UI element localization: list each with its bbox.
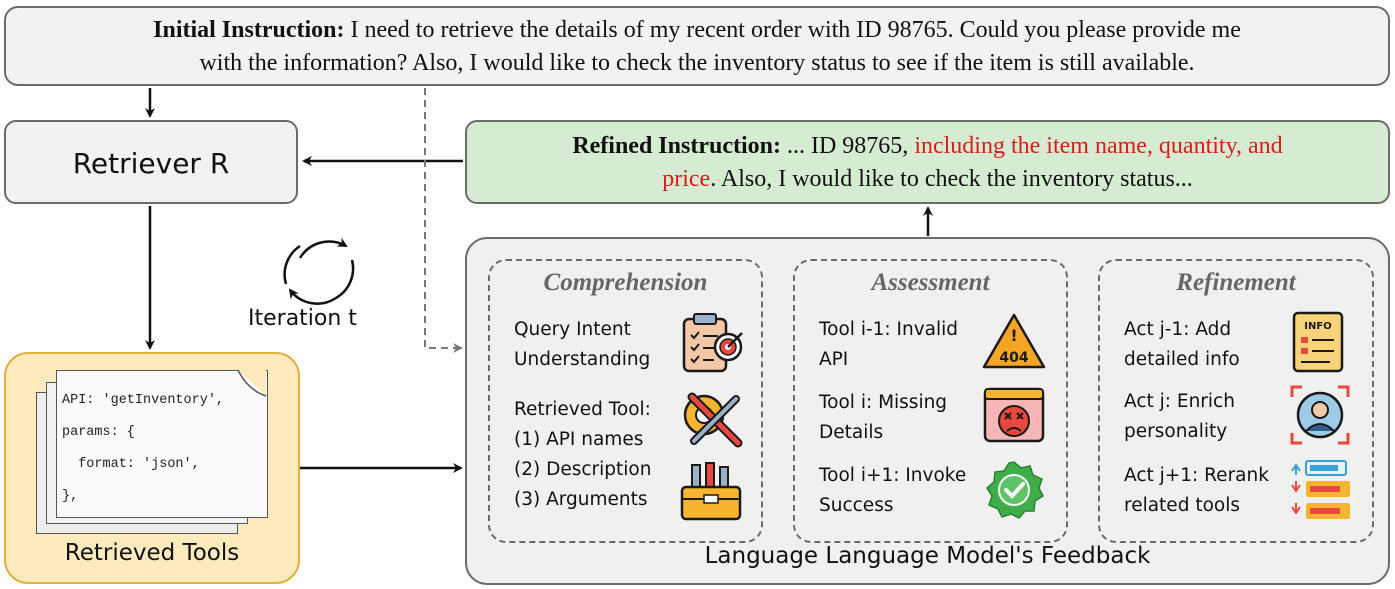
llm-feedback-box: Comprehension Query Intent Understanding… (465, 237, 1390, 585)
refinement-panel: Refinement Act j-1: Add detailed info Ac… (1098, 259, 1374, 543)
initial-instruction-line1: I need to retrieve the details of my rec… (344, 17, 1241, 43)
assessment-item-missing-details: Tool i: Missing Details (819, 392, 948, 443)
refined-instruction-box: Refined Instruction: ... ID 98765, inclu… (465, 120, 1390, 204)
refined-instruction-suffix: . Also, I would like to check the invent… (710, 166, 1193, 192)
user-focus-icon (1290, 385, 1350, 445)
iteration-label: Iteration t (248, 306, 357, 331)
refined-instruction-prefix: ... ID 98765, (780, 133, 915, 159)
retriever-label: Retriever R (72, 147, 230, 180)
comprehension-panel: Comprehension Query Intent Understanding… (488, 259, 763, 543)
refinement-title: Refinement (1176, 269, 1296, 296)
retrieved-tools-box: API: 'getInventory', params: { format: '… (4, 352, 300, 584)
svg-text:!: ! (1010, 326, 1017, 345)
retriever-box: Retriever R (4, 120, 298, 204)
assessment-title: Assessment (871, 269, 990, 296)
toolbox-icon (680, 462, 742, 521)
initial-instruction-box: Initial Instruction: I need to retrieve … (4, 6, 1390, 86)
warning-404-icon: ! 404 (982, 313, 1046, 369)
refinement-item-rerank-tools: Act j+1: Rerank related tools (1124, 465, 1269, 516)
comprehension-title: Comprehension (543, 269, 708, 296)
initial-instruction-line2: with the information? Also, I would like… (199, 50, 1195, 76)
info-document-icon: INFO (1292, 311, 1344, 373)
rerank-list-icon (1291, 460, 1350, 519)
comprehension-item-retrieved-tool: Retrieved Tool: (1) API names (2) Descri… (514, 399, 652, 510)
llm-feedback-label: Language Language Model's Feedback (704, 543, 1151, 569)
clipboard-target-icon (682, 313, 743, 373)
code-document: API: 'getInventory', params: { format: '… (56, 370, 268, 518)
error-window-icon (983, 387, 1045, 443)
retrieved-tools-label: Retrieved Tools (64, 540, 240, 566)
initial-instruction-label: Initial Instruction: (153, 17, 345, 43)
assessment-item-invalid-api: Tool i-1: Invalid API (819, 319, 959, 370)
refined-instruction-label: Refined Instruction: (572, 133, 781, 159)
error-code-text: 404 (999, 350, 1028, 366)
code-line-2: params: { (62, 425, 135, 440)
refinement-item-enrich-personality: Act j: Enrich personality (1124, 391, 1235, 442)
refined-instruction-highlight1: including the item name, quantity, and (914, 133, 1283, 159)
gear-wrench-icon (683, 392, 743, 448)
comprehension-item-query-intent: Query Intent Understanding (514, 319, 651, 370)
assessment-item-invoke-success: Tool i+1: Invoke Success (819, 465, 967, 516)
refinement-item-add-info: Act j-1: Add detailed info (1124, 319, 1240, 370)
code-line-3: format: 'json', (62, 457, 200, 472)
info-badge-text: INFO (1304, 321, 1331, 332)
page-curl-icon (237, 369, 267, 397)
success-check-icon (986, 461, 1044, 519)
code-line-4: }, (62, 489, 79, 504)
code-line-1: API: 'getInventory', (62, 393, 225, 408)
arrow-initial-to-feedback-dashed (424, 88, 463, 353)
refined-instruction-highlight2: price (662, 166, 711, 192)
assessment-panel: Assessment Tool i-1: Invalid API Tool i:… (793, 259, 1068, 543)
